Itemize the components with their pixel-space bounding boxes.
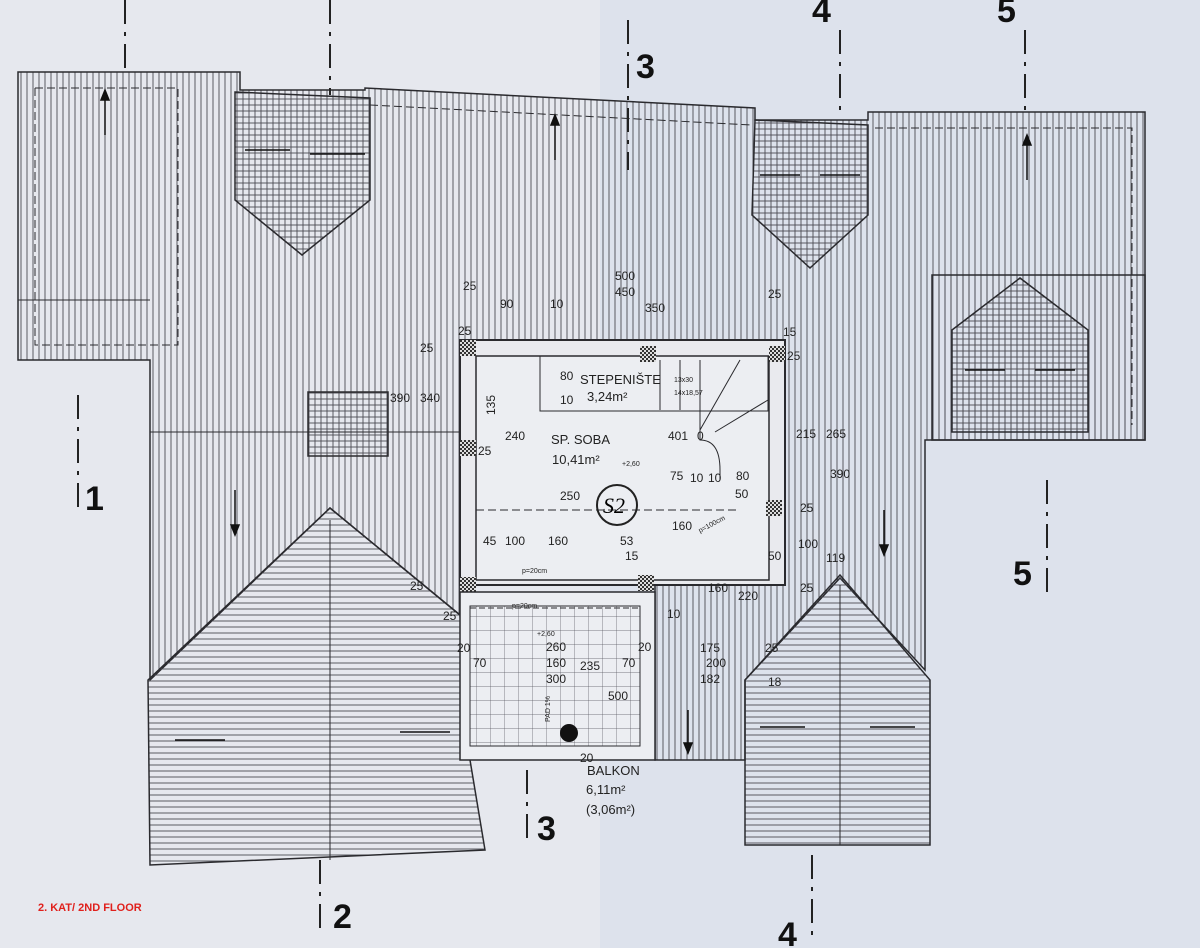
bedroom-area: 10,41m²	[552, 452, 600, 467]
dim: 240	[505, 429, 525, 443]
dim: 160	[546, 656, 566, 670]
floor-caption: 2. KAT/ 2ND FLOOR	[38, 902, 142, 914]
dim: 0	[697, 429, 704, 443]
dimension-labels: 500 450 25 90 10 350 25 25 15 25 135 240…	[390, 269, 850, 765]
dim: 100	[505, 534, 525, 548]
dim: 390	[830, 467, 850, 481]
balcony-area-net: (3,06m²)	[586, 802, 635, 817]
level-balcony: +2,60	[537, 631, 555, 638]
dim: 15	[783, 325, 797, 339]
balcony-label: BALKON	[587, 763, 640, 778]
dim: 235	[580, 659, 600, 673]
dim: 390	[390, 391, 410, 405]
dim: 20	[638, 640, 652, 654]
dim: 80	[560, 369, 574, 383]
dim: 70	[622, 656, 636, 670]
room-s2	[459, 339, 786, 593]
dim: 340	[420, 391, 440, 405]
drain-icon	[560, 724, 578, 742]
dim: 500	[608, 689, 628, 703]
axis-lines	[77, 0, 1048, 940]
dim: 70	[473, 656, 487, 670]
axis-label-3-bottom: 3	[537, 810, 556, 848]
dim: 25	[410, 579, 424, 593]
dim: 10	[690, 471, 704, 485]
stair-spec-2: 14x18,57	[674, 390, 703, 397]
dim: 45	[483, 534, 497, 548]
axis-label-4-top: 4	[812, 0, 831, 30]
dim: 500	[615, 269, 635, 283]
dormer-middle	[751, 119, 869, 270]
dim: 53	[620, 534, 634, 548]
stair-label: STEPENIŠTE	[580, 372, 661, 387]
dim: 175	[700, 641, 720, 655]
dim: 20	[580, 751, 594, 765]
dim: 260	[546, 640, 566, 654]
dim: 90	[500, 297, 514, 311]
dim: 20	[457, 641, 471, 655]
dim: 160	[548, 534, 568, 548]
balcony	[459, 591, 656, 761]
dim: 25	[443, 609, 457, 623]
room-code: S2	[603, 493, 625, 518]
dim: 265	[826, 427, 846, 441]
drain-label: PAD 1%	[545, 696, 552, 722]
gable-right	[744, 573, 931, 846]
dim: 25	[478, 444, 492, 458]
dim: 50	[768, 549, 782, 563]
dim: 250	[560, 489, 580, 503]
dim: 300	[546, 672, 566, 686]
dim: 135	[484, 395, 498, 415]
axis-label-5-right: 5	[1013, 555, 1032, 593]
balcony-area: 6,11m²	[586, 782, 626, 797]
dim: 100	[798, 537, 818, 551]
dim: 450	[615, 285, 635, 299]
dim: 15	[625, 549, 639, 563]
dim: 160	[672, 519, 692, 533]
dim: 18	[768, 675, 782, 689]
dim: 50	[735, 487, 749, 501]
dim: 182	[700, 672, 720, 686]
lintel-2: p=20cm	[512, 603, 537, 610]
axis-label-2: 2	[333, 898, 352, 936]
dim: 119	[826, 551, 845, 565]
dormer-right	[951, 277, 1089, 433]
axis-label-3-top: 3	[636, 48, 655, 86]
lintel-1: p=20cm	[522, 568, 547, 575]
skylight	[307, 391, 389, 457]
stair-spec-1: 13x30	[674, 377, 693, 384]
dim: 25	[420, 341, 434, 355]
dim: 220	[738, 589, 758, 603]
dim: 160	[708, 581, 728, 595]
axis-label-1: 1	[85, 480, 104, 518]
dim: 200	[706, 656, 726, 670]
dim: 80	[736, 469, 750, 483]
dim: 401	[668, 429, 688, 443]
dim: 75	[670, 469, 684, 483]
axis-label-5-top: 5	[997, 0, 1016, 30]
dim: 10	[550, 297, 564, 311]
dim: 10	[667, 607, 681, 621]
dim: 10	[708, 471, 722, 485]
dim: 25	[768, 287, 782, 301]
level-bedroom: +2,60	[622, 461, 640, 468]
dim: 25	[765, 641, 779, 655]
slope-arrows	[99, 87, 1075, 756]
dim: 25	[800, 581, 814, 595]
dim: 25	[463, 279, 477, 293]
dim: 350	[645, 301, 665, 315]
bedroom-label: SP. SOBA	[551, 432, 610, 447]
dim: 25	[458, 324, 472, 338]
dim: 10	[560, 393, 574, 407]
stair-area: 3,24m²	[587, 389, 628, 404]
dim: 25	[787, 349, 801, 363]
axis-label-4-bottom: 4	[778, 916, 797, 948]
dormer-left	[234, 91, 371, 256]
dim: 215	[796, 427, 816, 441]
dim: 25	[800, 501, 814, 515]
